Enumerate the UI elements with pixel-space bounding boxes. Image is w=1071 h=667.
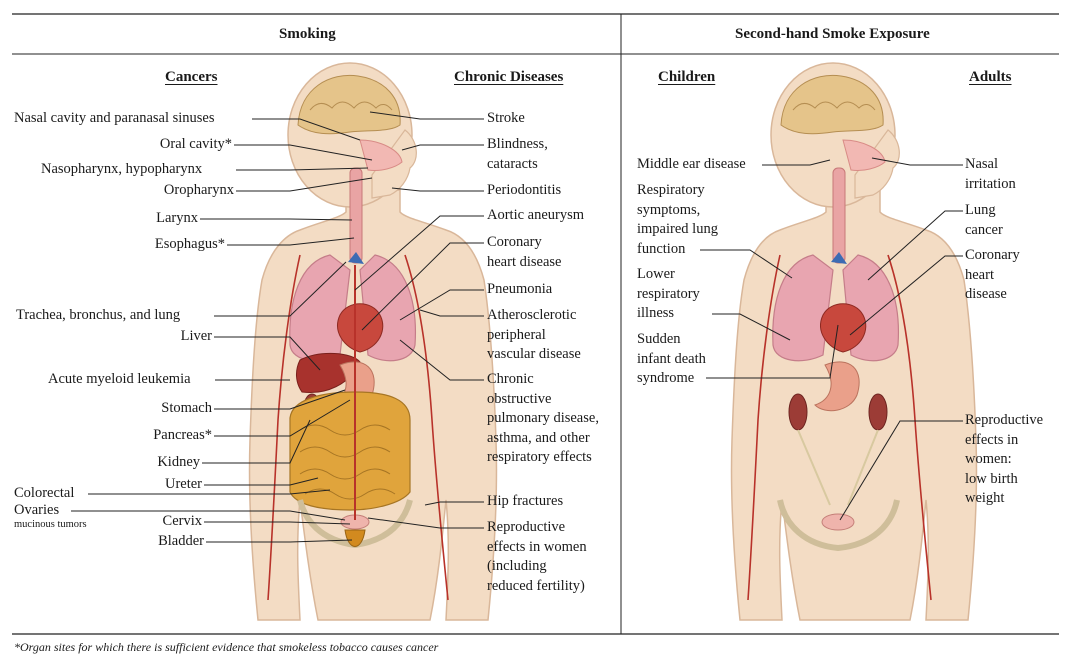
label-bladder: Bladder: [158, 533, 204, 549]
label-aortic-aneurysm: Aortic aneurysm: [487, 207, 585, 223]
label-coronary-adults: Coronary heart disease: [965, 247, 1020, 302]
label-lung-cancer: Lung cancer: [965, 202, 1003, 238]
label-colorectal: Colorectal: [14, 485, 75, 501]
secondhand-heart: [820, 303, 867, 353]
label-sids: Sudden infant death syndrome: [637, 331, 706, 386]
secondhand-left-lung: [772, 254, 834, 362]
secondhand-body: [730, 189, 978, 621]
label-stomach: Stomach: [161, 400, 212, 416]
label-ureter: Ureter: [164, 476, 202, 492]
label-aml: Acute myeloid leukemia: [48, 371, 191, 387]
label-reproductive-secondhand: Reproductive effects in women: low birth…: [965, 412, 1044, 506]
chronic-leader-lines: [354, 111, 484, 529]
label-trachea-lung: Trachea, bronchus, and lung: [16, 307, 181, 323]
secondhand-kidney-left: [788, 393, 808, 431]
subheader-chronic-diseases: Chronic Diseases: [454, 69, 564, 85]
label-oropharynx: Oropharynx: [163, 182, 234, 198]
smoker-bladder: [344, 529, 366, 547]
footnote: *Organ sites for which there is sufficie…: [14, 640, 439, 654]
label-blindness: Blindness, cataracts: [487, 136, 548, 172]
secondhand-stomach: [814, 361, 860, 412]
label-periodontitis: Periodontitis: [487, 182, 562, 198]
smoker-figure: [248, 62, 498, 621]
label-ovaries-note: mucinous tumors: [14, 519, 87, 530]
label-pancreas: Pancreas*: [153, 427, 212, 443]
subheader-adults: Adults: [969, 69, 1012, 85]
label-copd: Chronic obstructive pulmonary disease, a…: [487, 371, 599, 465]
label-oral-cavity: Oral cavity*: [159, 136, 232, 152]
subheader-children: Children: [658, 69, 716, 85]
smoker-vessel-blue: [348, 252, 364, 264]
label-lower-respiratory-illness: Lower respiratory illness: [637, 266, 700, 321]
label-kidney: Kidney: [157, 454, 200, 470]
smoker-heart: [337, 303, 384, 353]
label-ovaries: Ovaries: [14, 502, 60, 518]
label-liver: Liver: [180, 328, 212, 344]
label-esophagus: Esophagus*: [154, 236, 225, 252]
label-atherosclerotic: Atherosclerotic peripheral vascular dise…: [487, 307, 581, 362]
label-larynx: Larynx: [156, 210, 198, 226]
label-respiratory-symptoms: Respiratory symptoms, impaired lung func…: [637, 182, 718, 257]
subheader-cancers: Cancers: [165, 69, 218, 85]
secondhand-figure: [730, 62, 978, 621]
secondhand-pelvis: [777, 499, 900, 552]
label-nasal-irritation: Nasal irritation: [965, 156, 1016, 192]
label-nasal-cavity: Nasal cavity and paranasal sinuses: [14, 110, 215, 126]
secondhand-kidney-right: [868, 393, 888, 431]
label-hip-fractures: Hip fractures: [487, 493, 564, 509]
smoker-artery-right: [404, 254, 449, 601]
label-coronary-heart-disease: Coronary heart disease: [487, 234, 562, 270]
cancer-leader-lines: [71, 118, 373, 543]
smoker-artery-left: [267, 254, 301, 601]
label-cervix: Cervix: [162, 513, 202, 529]
label-stroke: Stroke: [487, 110, 525, 126]
smoker-trachea: [349, 167, 363, 264]
header-smoking: Smoking: [279, 26, 336, 42]
label-nasopharynx: Nasopharynx, hypopharynx: [41, 161, 203, 177]
label-pneumonia: Pneumonia: [487, 281, 553, 297]
secondhand-leader-lines: [700, 157, 963, 521]
header-secondhand: Second-hand Smoke Exposure: [735, 26, 930, 42]
smoker-intestines: [289, 391, 411, 511]
label-middle-ear-disease: Middle ear disease: [637, 156, 746, 172]
label-reproductive-smoking: Reproductive effects in women (including…: [487, 519, 587, 594]
smoker-nasal-cavity: [359, 139, 403, 171]
secondhand-uterus: [821, 513, 855, 531]
